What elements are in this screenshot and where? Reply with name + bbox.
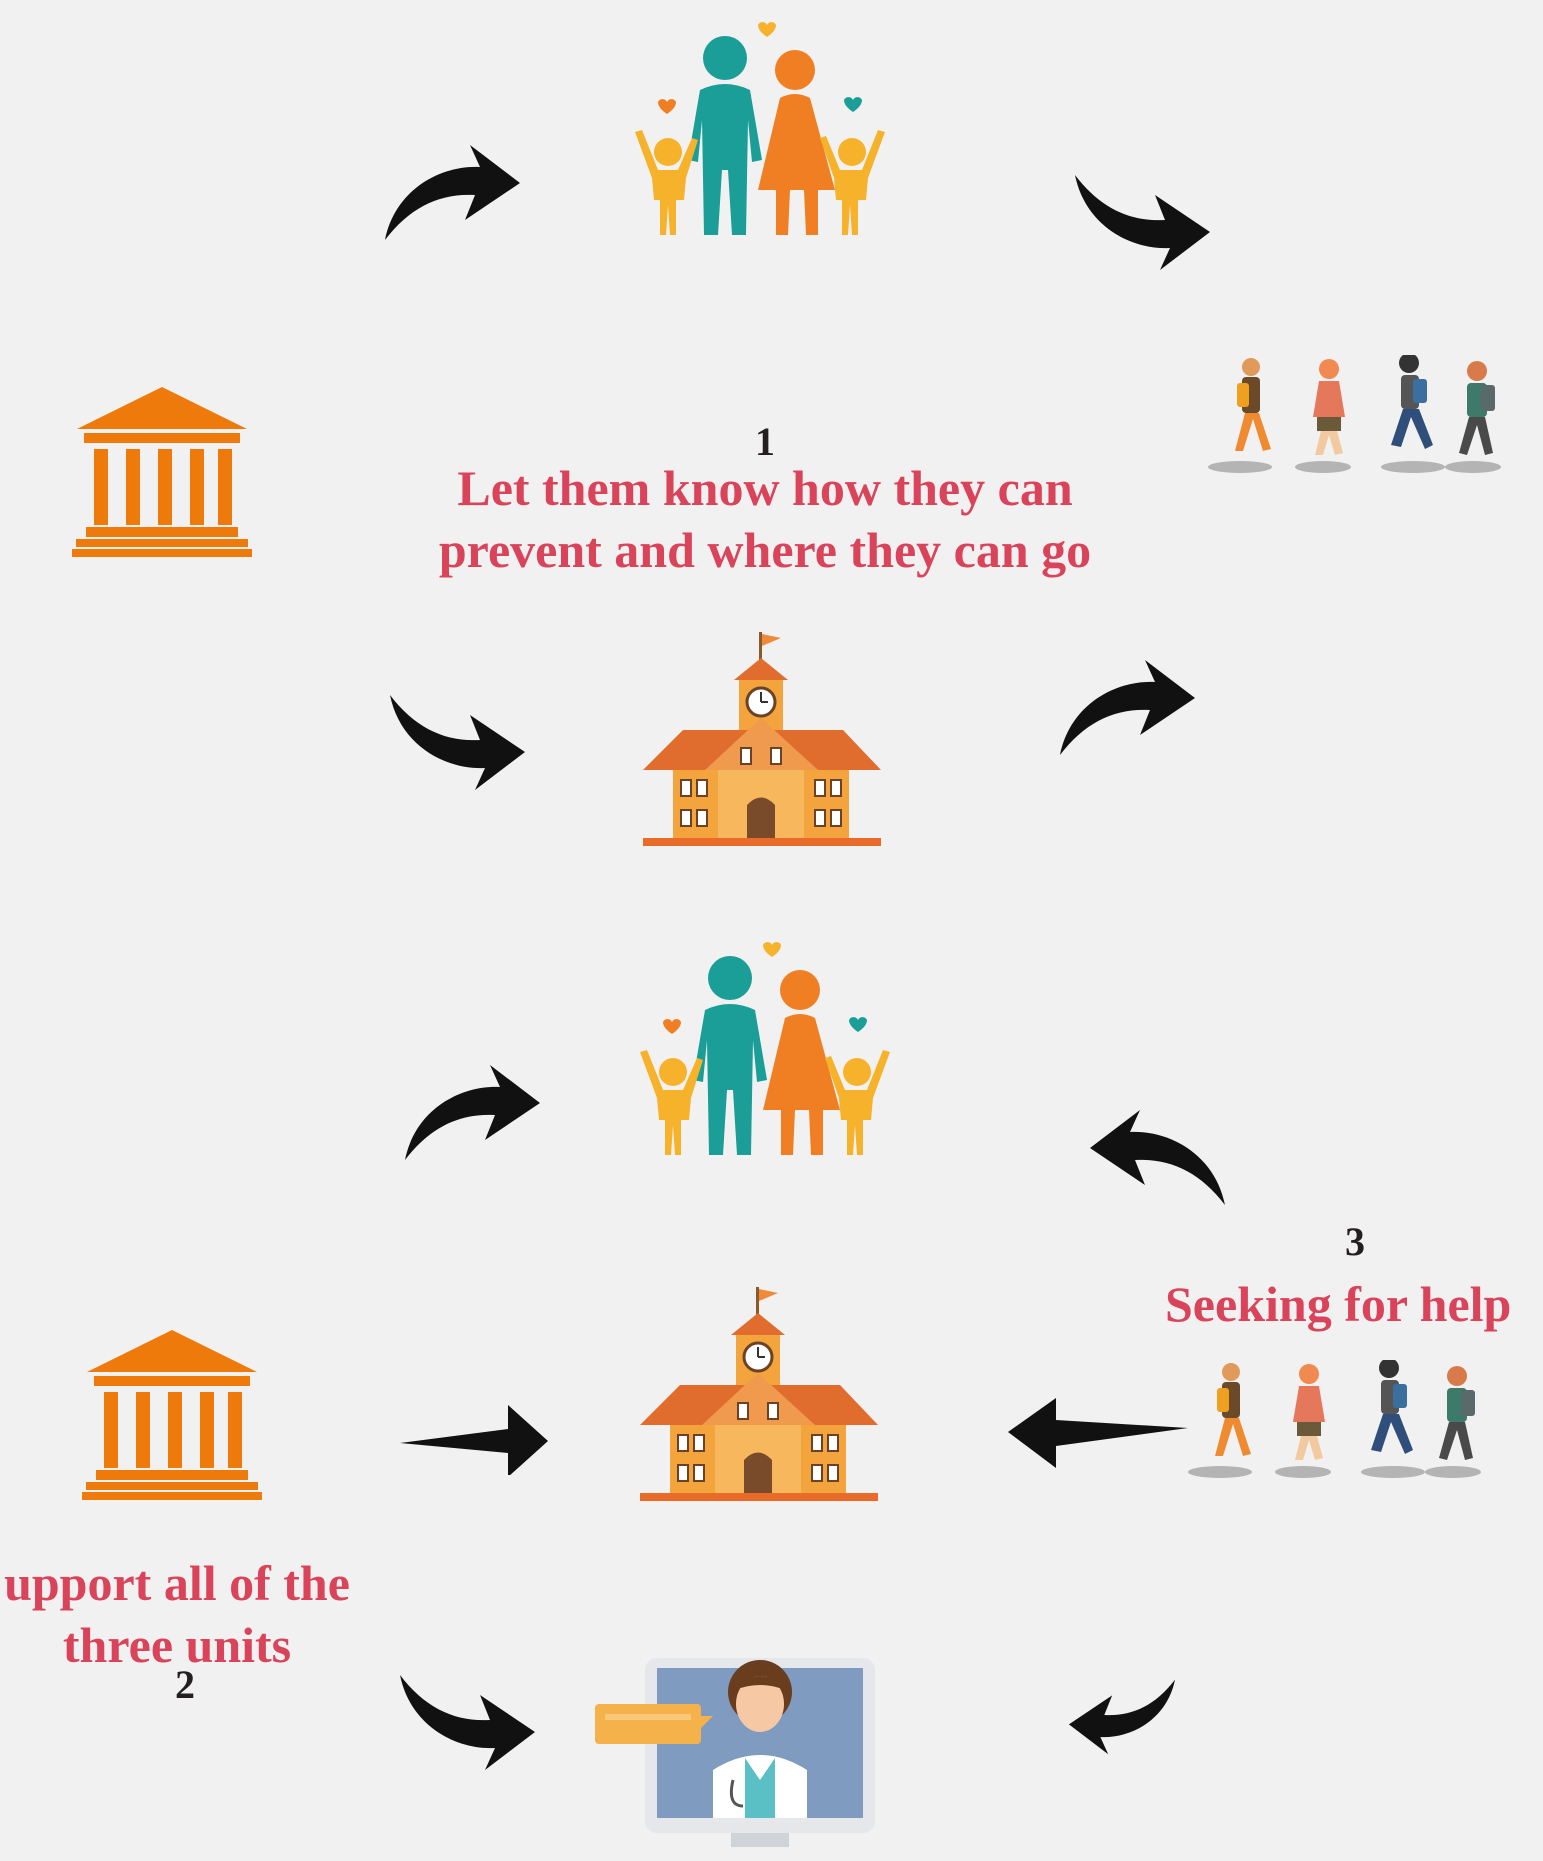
curved-arrow-icon bbox=[1060, 660, 1195, 755]
government-building-icon bbox=[82, 1330, 262, 1500]
straight-arrow-icon bbox=[1008, 1398, 1188, 1468]
step-number-1: 1 bbox=[755, 419, 775, 464]
school-building-icon bbox=[643, 630, 883, 848]
step-number-2: 2 bbox=[175, 1662, 195, 1707]
curved-arrow-icon bbox=[1075, 175, 1210, 270]
step-2-caption-line-2: three units bbox=[62, 1617, 292, 1673]
government-building-icon bbox=[72, 387, 252, 557]
curved-arrow-icon bbox=[400, 1675, 535, 1770]
curved-arrow-icon bbox=[385, 145, 520, 240]
step-1-caption-line-1: Let them know how they can bbox=[457, 460, 1073, 516]
family-icon bbox=[640, 942, 890, 1155]
students-walking-icon bbox=[1188, 1360, 1481, 1478]
curved-arrow-icon bbox=[405, 1065, 540, 1160]
step-2-caption-line-1: upport all of the bbox=[4, 1555, 350, 1611]
family-icon bbox=[635, 22, 885, 235]
students-walking-icon bbox=[1208, 355, 1501, 473]
step-3-caption: Seeking for help bbox=[1165, 1276, 1512, 1332]
curved-arrow-icon bbox=[1090, 1110, 1225, 1205]
curved-arrow-icon bbox=[1068, 1679, 1175, 1755]
online-doctor-icon bbox=[593, 1656, 877, 1849]
step-number-3: 3 bbox=[1345, 1219, 1365, 1264]
curved-arrow-icon bbox=[390, 695, 525, 790]
school-building-icon bbox=[640, 1285, 880, 1503]
step-1-caption-line-2: prevent and where they can go bbox=[438, 522, 1092, 578]
straight-arrow-icon bbox=[400, 1405, 548, 1475]
